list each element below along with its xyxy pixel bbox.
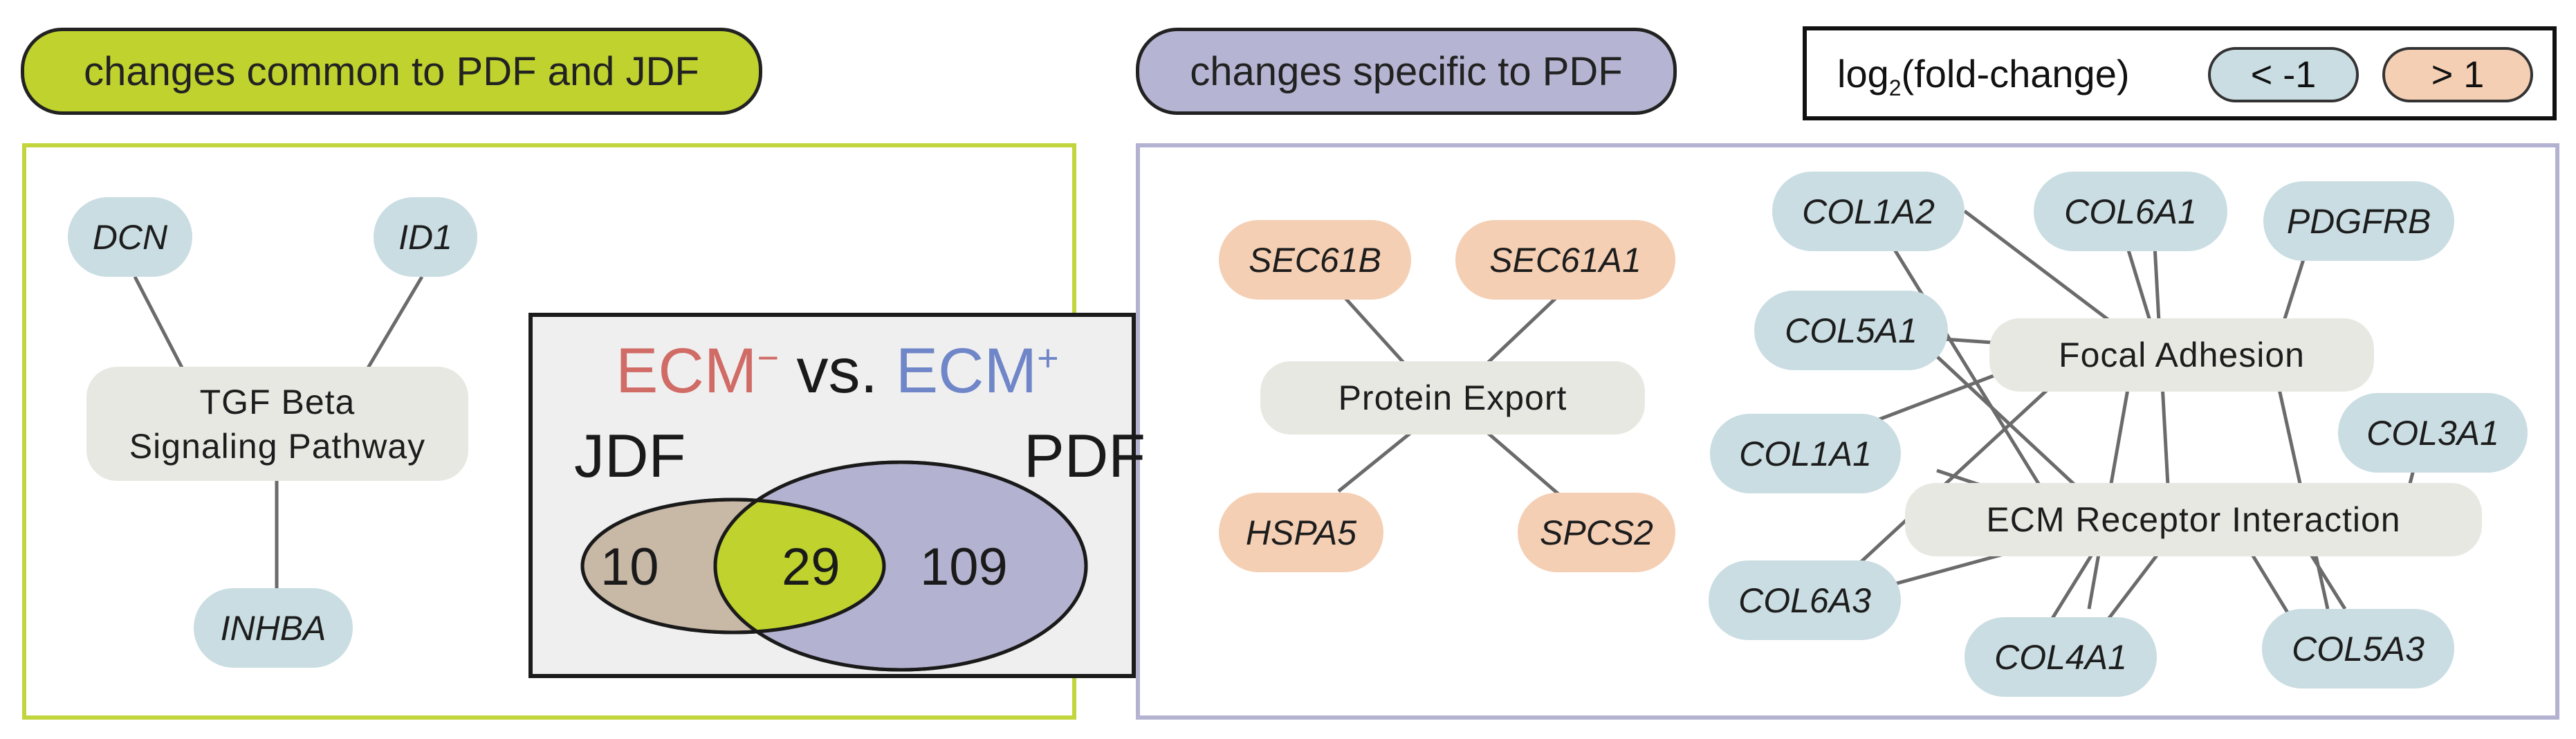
gene-col5a1: COL5A1 — [1754, 291, 1948, 370]
gene-col6a3: COL6A3 — [1709, 560, 1901, 640]
legend-up-pill: > 1 — [2382, 47, 2533, 102]
gene-sec61b: SEC61B — [1219, 220, 1411, 300]
header-common: changes common to PDF and JDF — [21, 28, 762, 115]
header-specific: changes specific to PDF — [1136, 28, 1677, 115]
header-specific-label: changes specific to PDF — [1190, 48, 1623, 94]
gene-col5a3: COL5A3 — [2262, 609, 2454, 688]
venn-count-jdf-only: 10 — [600, 538, 659, 596]
gene-sec61a1: SEC61A1 — [1455, 220, 1675, 300]
gene-pdgfrb: PDGFRB — [2263, 181, 2454, 261]
hub-focal-adhesion: Focal Adhesion — [1989, 318, 2374, 392]
venn-title: ECM− vs. ECM+ — [616, 336, 1059, 406]
gene-col3a1: COL3A1 — [2338, 393, 2528, 473]
legend-title: log2(fold-change) — [1837, 52, 2130, 101]
gene-col6a1: COL6A1 — [2034, 172, 2227, 251]
panel-specific — [1136, 143, 2559, 720]
hub-protein-export: Protein Export — [1260, 361, 1645, 435]
header-common-label: changes common to PDF and JDF — [84, 48, 699, 94]
legend: log2(fold-change) < -1 > 1 — [1803, 26, 2557, 120]
venn-label-pdf: PDF — [1024, 421, 1146, 490]
venn-count-shared: 29 — [782, 538, 840, 596]
gene-dcn: DCN — [68, 197, 192, 277]
gene-col1a1: COL1A1 — [1710, 414, 1901, 493]
venn-circles — [580, 460, 1088, 672]
gene-hspa5: HSPA5 — [1219, 493, 1383, 572]
legend-down-pill: < -1 — [2208, 47, 2359, 102]
hub-ecm-receptor-interaction: ECM Receptor Interaction — [1905, 483, 2482, 556]
gene-inhba: INHBA — [194, 588, 353, 668]
gene-spcs2: SPCS2 — [1518, 493, 1675, 572]
hub-tgf-beta: TGF Beta Signaling Pathway — [86, 367, 468, 481]
venn-label-jdf: JDF — [574, 421, 686, 490]
gene-col4a1: COL4A1 — [1965, 617, 2157, 697]
gene-col1a2: COL1A2 — [1772, 172, 1965, 251]
venn-count-pdf-only: 109 — [920, 538, 1008, 596]
gene-id1: ID1 — [374, 197, 477, 277]
venn-box: ECM− vs. ECM+ JDF PDF 10 29 109 — [528, 313, 1146, 678]
